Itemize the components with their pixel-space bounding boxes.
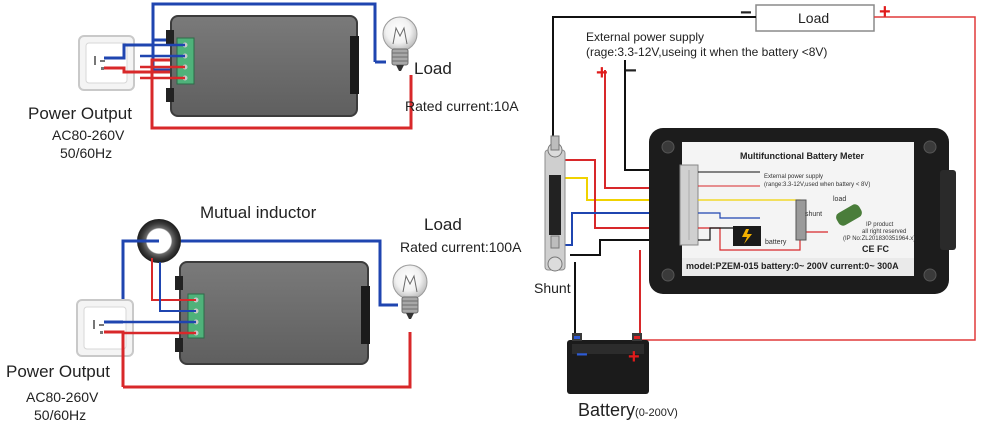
meter-ip-line2: all right reserved — [862, 229, 907, 235]
voltage-label: AC80-260V — [52, 127, 125, 143]
mutual-inductor-label: Mutual inductor — [200, 203, 317, 222]
battery-minus-sign: − — [576, 344, 588, 366]
rated-current-label: Rated current:100A — [400, 239, 522, 255]
rated-current-label: Rated current:10A — [405, 98, 519, 114]
external-supply-note: (rage:3.3-12V,useing it when the battery… — [586, 45, 828, 59]
wall-socket-icon — [78, 35, 135, 91]
shunt-label: Shunt — [534, 280, 571, 296]
dc-load-label: Load — [798, 10, 830, 26]
meter-shunt-label: shunt — [805, 211, 823, 218]
light-bulb-icon — [392, 264, 428, 319]
battery-meter-device — [649, 128, 956, 294]
ext-plus-sign: + — [596, 62, 608, 84]
meter-battery-label: battery — [765, 239, 787, 246]
load-minus-sign: − — [740, 2, 752, 24]
energy-meter-module-2 — [175, 261, 370, 365]
meter-load-label: load — [833, 196, 847, 203]
ext-minus-sign: − — [625, 60, 637, 82]
meter-ext-label: External power supply — [764, 174, 824, 180]
power-output-label: Power Output — [6, 362, 110, 381]
meter-cert-marks: CE FC — [862, 244, 889, 254]
meter-title: Multifunctional Battery Meter — [740, 151, 865, 161]
frequency-label: 50/60Hz — [34, 407, 87, 423]
battery-icon — [567, 333, 649, 394]
shunt-icon — [544, 135, 566, 272]
frequency-label: 50/60Hz — [60, 145, 113, 161]
voltage-label: AC80-260V — [26, 389, 99, 405]
power-output-label: Power Output — [28, 104, 132, 123]
load-box — [755, 4, 875, 32]
meter-ext-range: (range:3.3-12V,used when battery < 8V) — [764, 182, 871, 188]
light-bulb-icon — [382, 16, 418, 71]
meter-ip-line3: (IP No:ZL201830351964.x) — [843, 236, 916, 242]
meter-model-line: model:PZEM-015 battery:0~ 200V current:0… — [686, 261, 899, 271]
energy-meter-module-1 — [166, 15, 359, 117]
battery-plus-sign: + — [628, 346, 640, 368]
load-plus-sign: + — [879, 1, 891, 23]
external-supply-title: External power supply — [586, 30, 705, 44]
meter-ip-line1: IP product — [866, 222, 894, 228]
diagram-3-dc-battery — [544, 4, 976, 394]
wall-socket-icon — [76, 299, 134, 357]
diagram-2-ac-100a — [76, 219, 428, 389]
load-label: Load — [414, 59, 452, 78]
diagram-1-ac-10a — [78, 2, 418, 130]
load-label: Load — [424, 215, 462, 234]
battery-label: Battery(0-200V) — [578, 400, 678, 420]
